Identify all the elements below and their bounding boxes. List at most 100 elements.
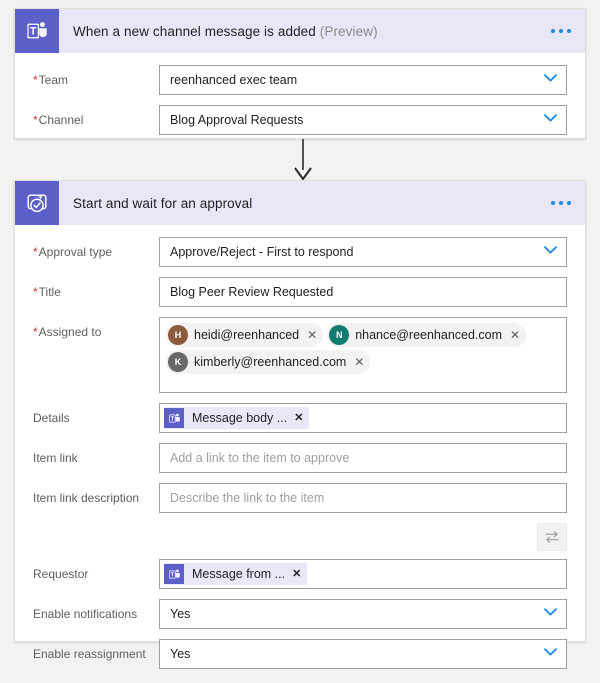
required-indicator: * <box>33 245 38 259</box>
ellipsis-icon <box>559 29 563 33</box>
required-indicator: * <box>33 73 38 87</box>
channel-dropdown[interactable]: Blog Approval Requests <box>159 105 567 135</box>
enable-notifications-control[interactable]: Yes <box>159 599 567 629</box>
requestor-label: Requestor <box>33 567 89 581</box>
field-row-team: *Team reenhanced exec team <box>33 65 567 95</box>
avatar: N <box>329 325 350 345</box>
approval-card[interactable]: Start and wait for an approval *Approval… <box>14 180 586 669</box>
ellipsis-icon <box>559 201 563 205</box>
enable-reassignment-label: Enable reassignment <box>33 647 146 661</box>
person-chip[interactable]: H heidi@reenhanced ✕ <box>166 323 324 347</box>
field-row-enable-reassignment: Enable reassignment Yes <box>33 639 567 669</box>
person-chip[interactable]: N nhance@reenhanced.com ✕ <box>327 323 527 347</box>
trigger-card-header[interactable]: When a new channel message is added (Pre… <box>15 9 585 53</box>
person-chip[interactable]: K kimberly@reenhanced.com ✕ <box>166 350 371 374</box>
approval-type-label: *Approval type <box>33 237 159 259</box>
approval-card-menu-button[interactable] <box>551 181 571 225</box>
requestor-input[interactable]: Message from ... ✕ <box>159 559 567 589</box>
team-dropdown[interactable]: reenhanced exec team <box>159 65 567 95</box>
close-icon[interactable]: ✕ <box>307 328 318 342</box>
close-icon[interactable]: ✕ <box>354 355 365 369</box>
trigger-card[interactable]: When a new channel message is added (Pre… <box>14 8 586 139</box>
assigned-to-label-text: Assigned to <box>38 325 102 339</box>
dynamic-content-token[interactable]: Message body ... ✕ <box>164 407 310 429</box>
enable-notifications-dropdown[interactable]: Yes <box>159 599 567 629</box>
field-row-item-link-description: Item link description Describe the link … <box>33 483 567 513</box>
close-icon[interactable]: ✕ <box>292 567 302 580</box>
ellipsis-icon <box>551 29 555 33</box>
approval-title-text: Start and wait for an approval <box>73 195 253 211</box>
approval-type-dropdown[interactable]: Approve/Reject - First to respond <box>159 237 567 267</box>
field-row-assigned-to: *Assigned to H heidi@reenhanced ✕ N nhan… <box>33 317 567 393</box>
title-control[interactable]: Blog Peer Review Requested <box>159 277 567 307</box>
person-name: nhance@reenhanced.com <box>355 328 503 342</box>
channel-label-text: Channel <box>38 113 84 127</box>
approval-type-control[interactable]: Approve/Reject - First to respond <box>159 237 567 267</box>
field-row-requestor: Requestor <box>33 559 567 589</box>
approval-type-label-text: Approval type <box>38 245 113 259</box>
field-row-item-link: Item link Add a link to the item to appr… <box>33 443 567 473</box>
details-input[interactable]: Message body ... ✕ <box>159 403 567 433</box>
details-label: Details <box>33 411 70 425</box>
field-row-title: *Title Blog Peer Review Requested <box>33 277 567 307</box>
field-row-channel: *Channel Blog Approval Requests <box>33 105 567 135</box>
dynamic-content-token[interactable]: Message from ... ✕ <box>164 563 308 585</box>
person-name: kimberly@reenhanced.com <box>194 355 347 369</box>
token-label: Message from ... <box>192 567 286 581</box>
title-label-text: Title <box>38 285 61 299</box>
item-link-label: Item link <box>33 451 78 465</box>
person-name: heidi@reenhanced <box>194 328 300 342</box>
avatar: H <box>168 325 188 345</box>
item-link-description-control[interactable]: Describe the link to the item <box>159 483 567 513</box>
approval-icon <box>15 181 59 225</box>
required-indicator: * <box>33 113 38 127</box>
assigned-to-people-picker[interactable]: H heidi@reenhanced ✕ N nhance@reenhanced… <box>159 317 567 393</box>
trigger-title-text: When a new channel message is added <box>73 23 316 39</box>
trigger-card-menu-button[interactable] <box>551 9 571 53</box>
avatar: K <box>168 352 188 372</box>
channel-control[interactable]: Blog Approval Requests <box>159 105 567 135</box>
approval-card-body: *Approval type Approve/Reject - First to… <box>15 225 585 683</box>
item-link-description-label: Item link description <box>33 491 140 505</box>
item-link-input[interactable]: Add a link to the item to approve <box>159 443 567 473</box>
teams-icon <box>15 9 59 53</box>
required-indicator: * <box>33 325 38 339</box>
field-row-swap <box>33 523 567 553</box>
close-icon[interactable]: ✕ <box>510 328 521 342</box>
team-label: *Team <box>33 65 159 87</box>
ellipsis-icon <box>551 201 555 205</box>
approval-card-title: Start and wait for an approval <box>73 196 252 211</box>
item-link-description-input[interactable]: Describe the link to the item <box>159 483 567 513</box>
item-link-control[interactable]: Add a link to the item to approve <box>159 443 567 473</box>
teams-icon <box>164 564 184 584</box>
trigger-card-body: *Team reenhanced exec team *Channel Blog… <box>15 53 585 149</box>
arrow-down-icon <box>294 139 312 181</box>
required-indicator: * <box>33 285 38 299</box>
ellipsis-icon <box>567 29 571 33</box>
teams-icon <box>164 408 184 428</box>
trigger-title-preview-tag: (Preview) <box>319 23 378 39</box>
field-row-details: Details <box>33 403 567 433</box>
team-label-text: Team <box>38 73 69 87</box>
swap-input-mode-button[interactable] <box>537 523 567 551</box>
details-control[interactable]: Message body ... ✕ <box>159 403 567 433</box>
swap-arrows-icon <box>545 531 559 543</box>
field-row-approval-type: *Approval type Approve/Reject - First to… <box>33 237 567 267</box>
requestor-control[interactable]: Message from ... ✕ <box>159 559 567 589</box>
field-row-enable-notifications: Enable notifications Yes <box>33 599 567 629</box>
flow-designer-canvas: When a new channel message is added (Pre… <box>14 8 586 669</box>
enable-reassignment-control[interactable]: Yes <box>159 639 567 669</box>
title-label: *Title <box>33 277 159 299</box>
ellipsis-icon <box>567 201 571 205</box>
approval-card-header[interactable]: Start and wait for an approval <box>15 181 585 225</box>
trigger-card-title: When a new channel message is added (Pre… <box>73 24 378 39</box>
title-input[interactable]: Blog Peer Review Requested <box>159 277 567 307</box>
team-control[interactable]: reenhanced exec team <box>159 65 567 95</box>
token-label: Message body ... <box>192 411 288 425</box>
channel-label: *Channel <box>33 105 159 127</box>
assigned-to-control[interactable]: H heidi@reenhanced ✕ N nhance@reenhanced… <box>159 317 567 393</box>
assigned-to-label: *Assigned to <box>33 317 159 339</box>
connector-arrow <box>285 139 321 184</box>
enable-reassignment-dropdown[interactable]: Yes <box>159 639 567 669</box>
close-icon[interactable]: ✕ <box>294 411 304 424</box>
